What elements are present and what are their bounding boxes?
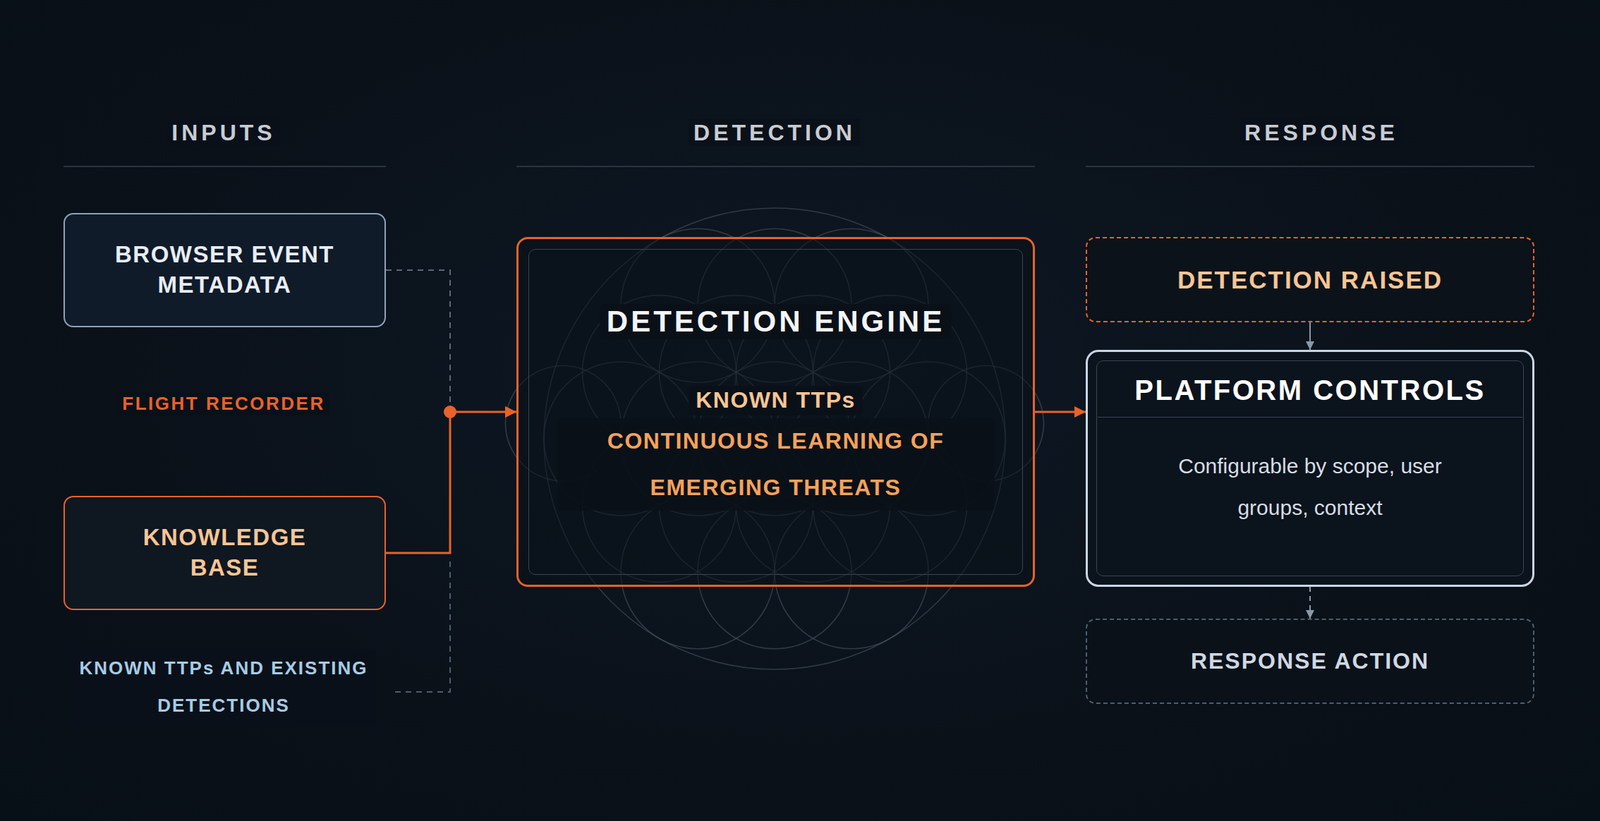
connector	[1034, 411, 1086, 414]
node-title: DETECTION ENGINE	[599, 304, 952, 340]
node-title: PLATFORM CONTROLS	[1097, 373, 1523, 418]
column-header: DETECTION	[689, 119, 860, 147]
column-header: INPUTS	[167, 119, 280, 147]
leader-line	[395, 558, 451, 693]
input-box: BROWSER EVENT METADATA	[63, 213, 386, 328]
status-box: DETECTION RAISED	[1085, 237, 1535, 323]
column-rule	[63, 165, 386, 168]
node-title: BROWSER EVENT METADATA	[83, 239, 367, 301]
column-rule	[1085, 165, 1535, 168]
node-title: RESPONSE ACTION	[1190, 647, 1430, 675]
action-box: RESPONSE ACTION	[1085, 618, 1535, 705]
junction-dot	[443, 405, 457, 419]
connector	[385, 411, 517, 554]
flow-label: FLIGHT RECORDER	[117, 392, 329, 415]
note-label: KNOWN TTPs AND EXISTING DETECTIONS	[71, 649, 377, 726]
engine-box: DETECTION ENGINE KNOWN TTPsCONTINUOUS LEA…	[516, 237, 1035, 587]
column-rule	[516, 165, 1035, 168]
node-title: KNOWLEDGE BASE	[119, 522, 331, 584]
column-header: RESPONSE	[1240, 119, 1403, 147]
node-body: KNOWN TTPs	[688, 385, 863, 416]
input-box: KNOWLEDGE BASE	[63, 495, 386, 611]
flower-pattern	[505, 208, 1045, 670]
connector	[385, 270, 517, 412]
connector	[1309, 586, 1311, 619]
connector	[1309, 322, 1311, 350]
node-body: Configurable by scope, user groups, cont…	[1144, 445, 1476, 529]
column-rules	[63, 165, 1535, 168]
control-box: PLATFORM CONTROLS Configurable by scope, …	[1085, 349, 1535, 587]
node-title: DETECTION RAISED	[1177, 265, 1443, 295]
node-body: CONTINUOUS LEARNING OF EMERGING THREATS	[557, 418, 995, 511]
